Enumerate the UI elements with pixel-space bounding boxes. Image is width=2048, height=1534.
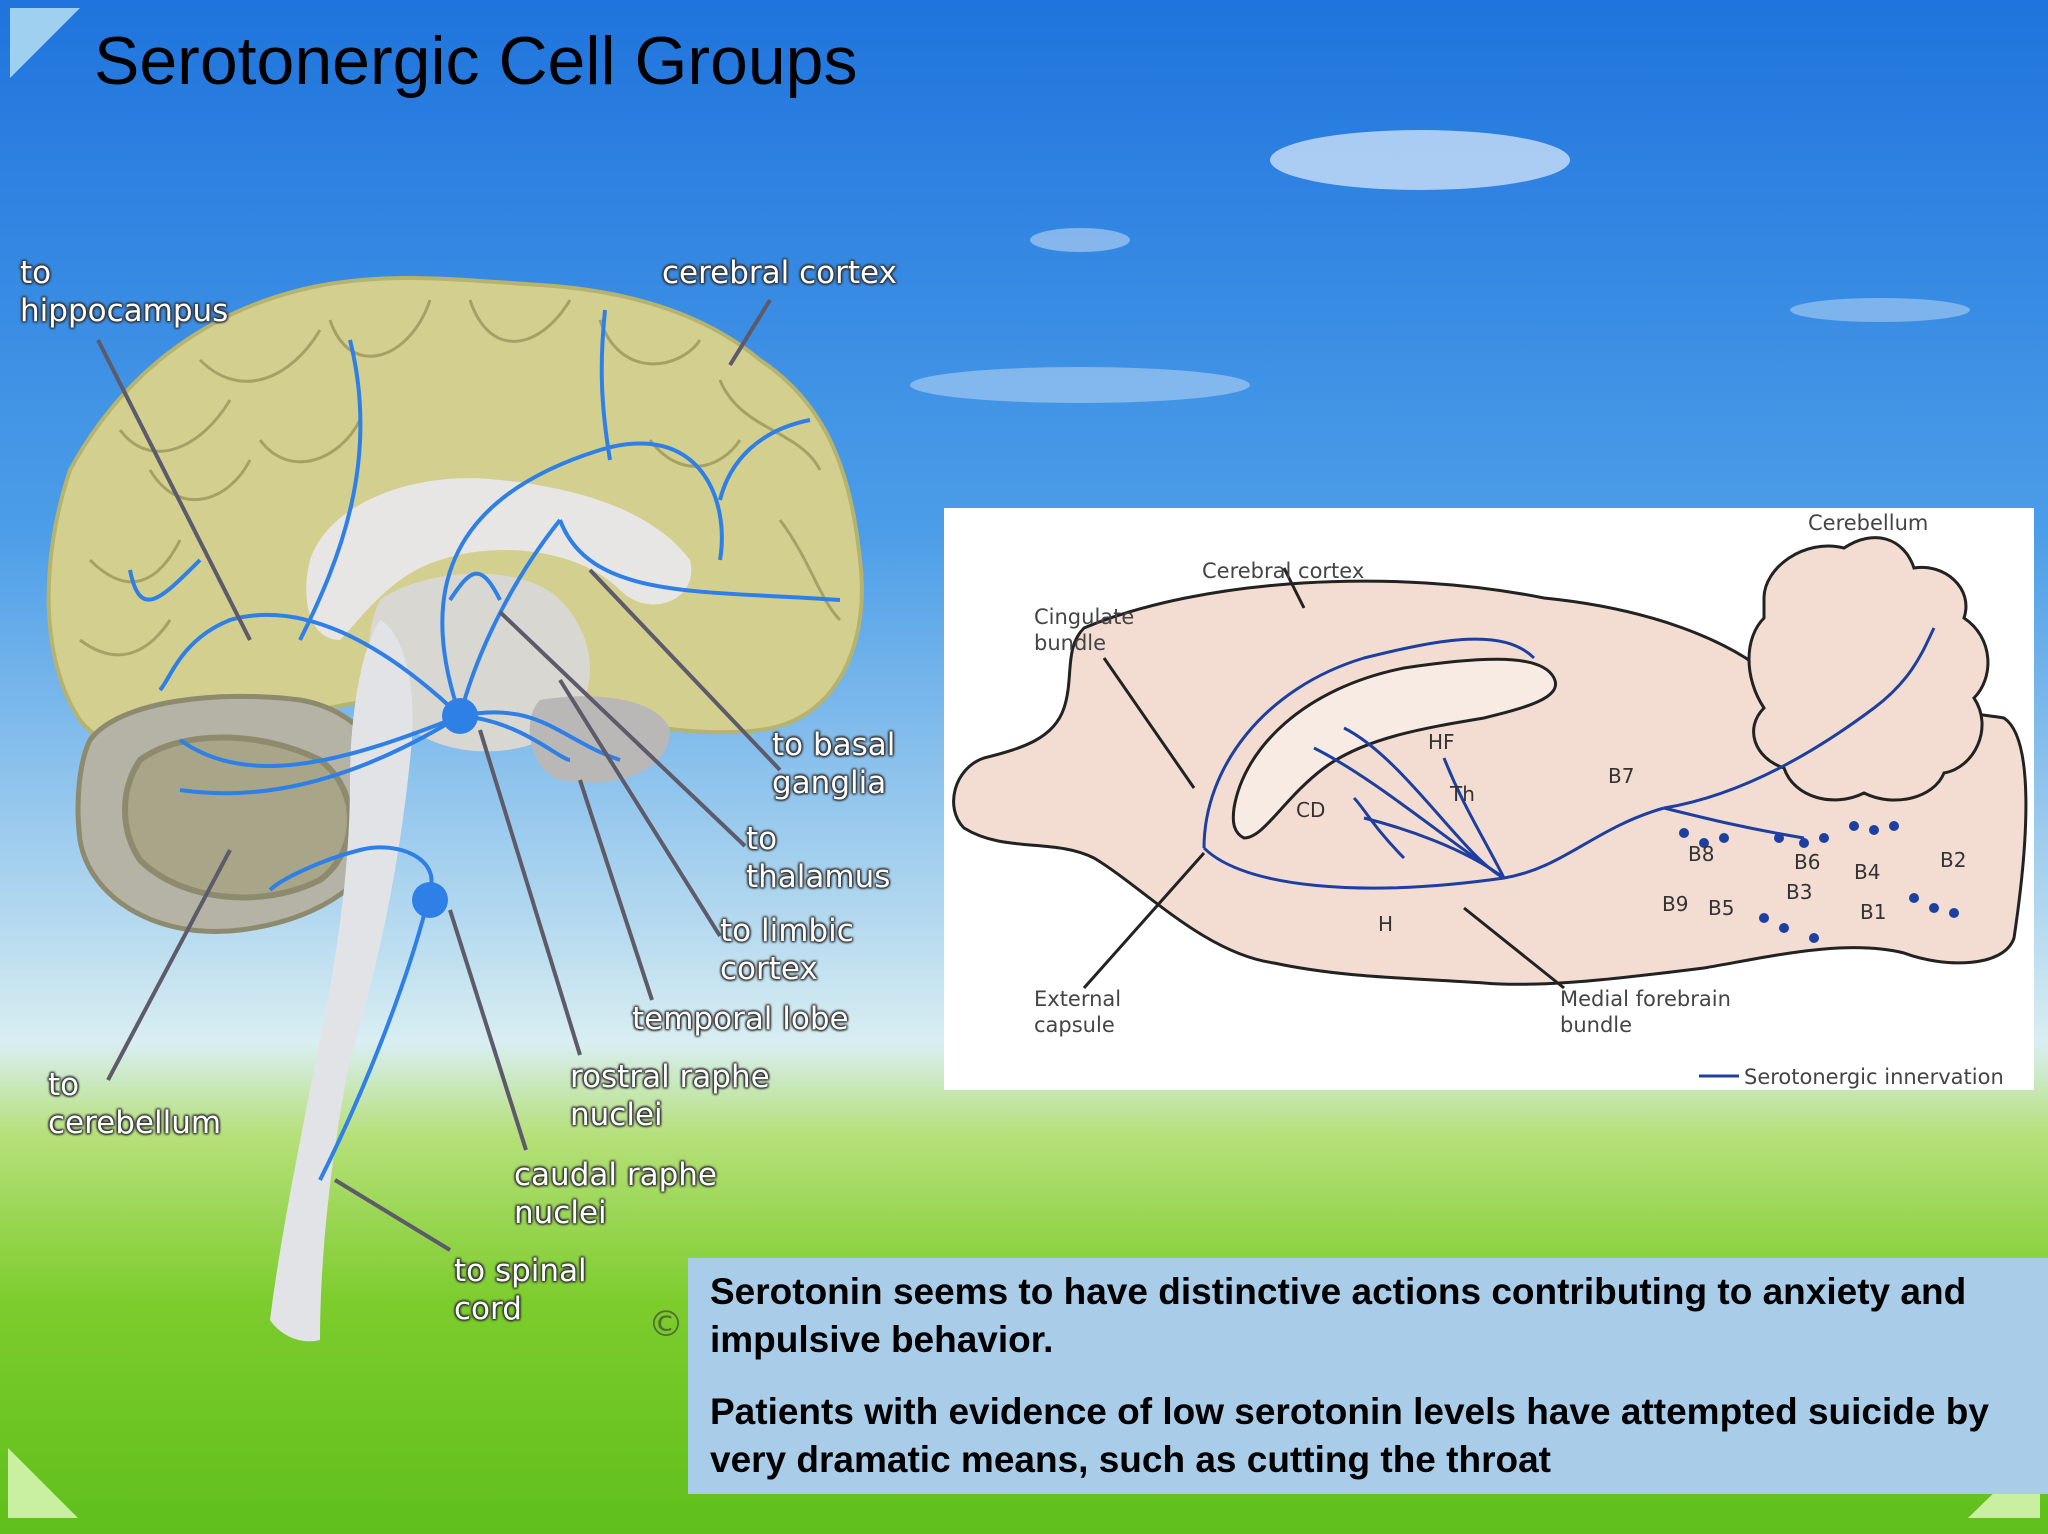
brainstem-spinal-cord-shape [270,620,413,1342]
label-to-basal-ganglia: to basal ganglia [772,727,896,801]
human-brain-diagram [46,276,864,1342]
nucleus-label-b1: B1 [1860,900,1887,924]
rat-label-cerebral-cortex: Cerebral cortex [1202,559,1365,583]
nucleus-label-b6: B6 [1794,850,1821,874]
nuclei-dots [1679,821,1959,943]
rat-label-external-capsule: External capsule [1034,987,1122,1037]
copyright-mark: © [648,1304,684,1345]
nucleus-label-b8: B8 [1688,842,1715,866]
serotonergic-pathways [128,309,841,1181]
nucleus-label-b9: B9 [1662,892,1689,916]
note-text-box: Serotonin seems to have distinctive acti… [688,1258,2048,1494]
label-pointer-lines [96,298,782,1252]
rostral-raphe-dot [442,698,478,734]
region-label-h: H [1378,912,1394,936]
rat-brain-diagram-panel: Cerebellum Cerebral cortex Cingulate bun… [944,508,2034,1090]
nucleus-label-b2: B2 [1940,848,1967,872]
rat-label-cerebellum: Cerebellum [1808,511,1929,535]
label-to-cerebellum: to cerebellum [48,1067,222,1141]
corner-decoration-bottom-left [8,1448,78,1518]
nucleus-label-b5: B5 [1708,896,1735,920]
label-rostral-raphe-nuclei: rostral raphe nuclei [570,1059,770,1133]
slide-title: Serotonergic Cell Groups [94,23,858,99]
region-label-hf: HF [1428,730,1455,754]
rat-label-cingulate-bundle: Cingulate bundle [1034,605,1135,655]
rat-serotonergic-pathways [1202,627,1936,890]
region-label-th: Th [1450,782,1475,806]
rat-legend-label: Serotonergic innervation [1744,1065,2004,1089]
label-to-thalamus: to thalamus [746,821,891,895]
caudal-raphe-dot [412,882,448,918]
rat-leader-lines [1082,567,1565,990]
note-paragraph-anxiety: Serotonin seems to have distinctive acti… [710,1271,1967,1360]
label-to-limbic-cortex: to limbic cortex [720,913,854,987]
rat-cerebellum-shape [1747,536,1990,802]
rat-brain-diagram [952,536,2028,1078]
nucleus-label-b7: B7 [1608,764,1635,788]
label-to-hippocampus: to hippocampus [20,255,229,329]
region-label-cd: CD [1296,798,1326,822]
label-temporal-lobe: temporal lobe [632,1001,849,1037]
label-caudal-raphe-nuclei: caudal raphe nuclei [514,1157,717,1231]
corner-decoration-top-left [10,8,80,78]
corpus-callosum-shape [306,478,692,640]
rat-label-medial-forebrain-bundle: Medial forebrain bundle [1560,987,1731,1037]
label-cerebral-cortex: cerebral cortex [662,255,897,291]
note-paragraph-suicide: Patients with evidence of low serotonin … [710,1391,1989,1480]
label-to-spinal-cord: to spinal cord [454,1253,587,1327]
nucleus-label-b4: B4 [1854,860,1881,884]
nucleus-label-b3: B3 [1786,880,1813,904]
